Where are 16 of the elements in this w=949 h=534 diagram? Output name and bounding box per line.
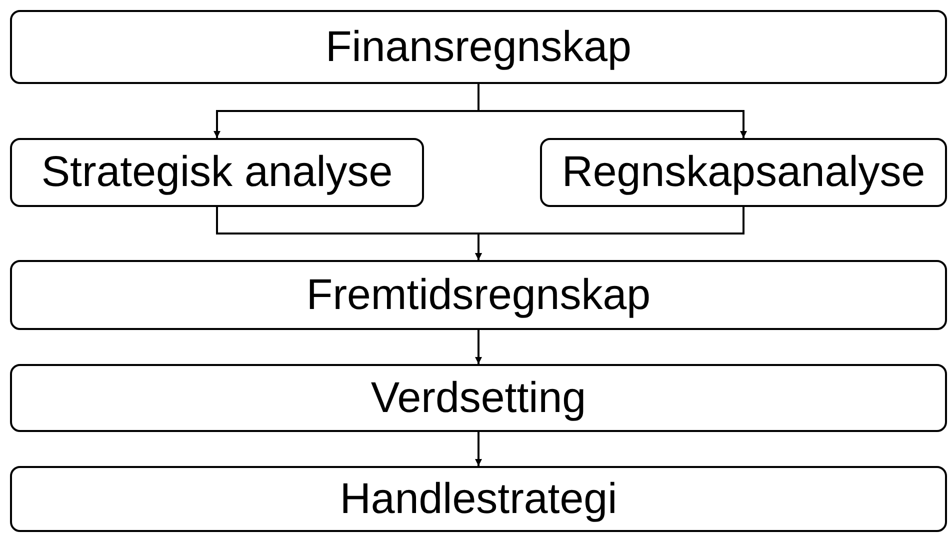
connector-arrow bbox=[475, 207, 744, 260]
box-label: Strategisk analyse bbox=[41, 151, 393, 194]
process-box bbox=[10, 260, 947, 330]
connector-arrow bbox=[478, 84, 747, 138]
process-box bbox=[540, 138, 947, 207]
process-box bbox=[10, 466, 947, 532]
box-label: Regnskapsanalyse bbox=[562, 151, 926, 194]
box-label: Fremtidsregnskap bbox=[306, 274, 651, 316]
process-box bbox=[10, 10, 947, 84]
process-box bbox=[10, 364, 947, 432]
box-label: Verdsetting bbox=[370, 376, 586, 420]
box-label: Finansregnskap bbox=[326, 26, 632, 68]
process-box bbox=[10, 138, 424, 207]
connector-arrow bbox=[475, 330, 482, 364]
box-label: Handlestrategi bbox=[340, 478, 618, 520]
connector-arrow bbox=[475, 432, 482, 466]
